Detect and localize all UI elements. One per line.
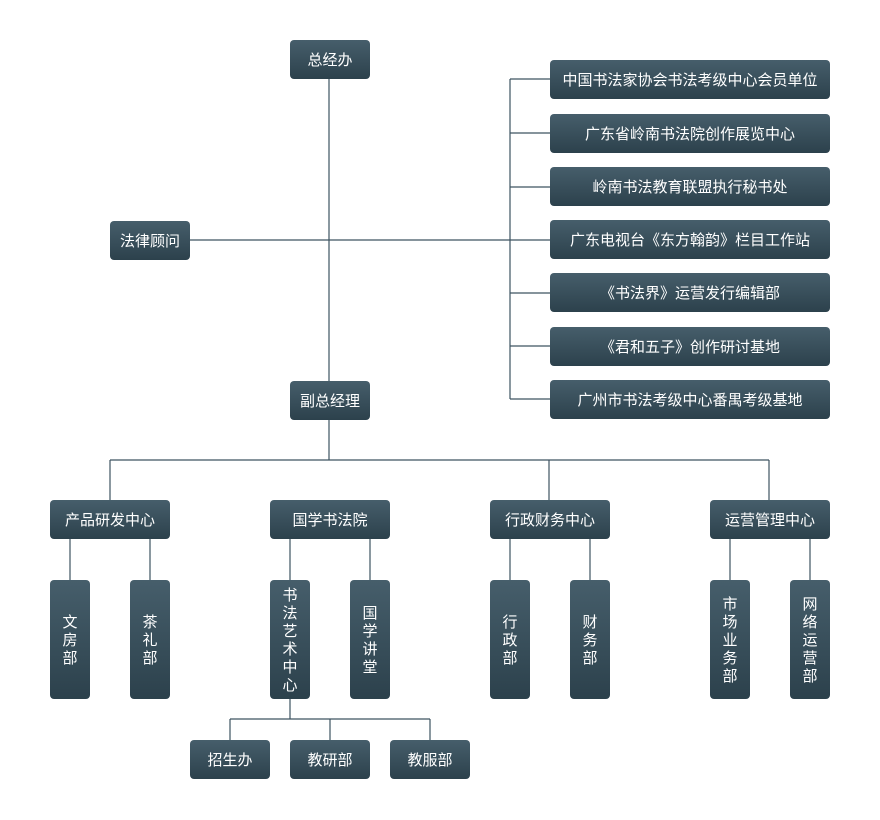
node-affiliate-7: 广州市书法考级中心番禺考级基地	[550, 380, 830, 419]
node-dept-1-label: 文房部	[62, 613, 77, 667]
node-dept-4-label: 国学讲堂	[362, 604, 377, 676]
node-affiliate-6-label: 《君和五子》创作研讨基地	[600, 338, 780, 356]
node-center-1: 产品研发中心	[50, 500, 170, 539]
node-dept-3-label: 书法艺术中心	[282, 586, 297, 694]
node-affiliate-5: 《书法界》运营发行编辑部	[550, 273, 830, 312]
node-sub-3-label: 教服部	[407, 751, 452, 769]
node-legal-label: 法律顾问	[120, 232, 180, 250]
node-center-4-label: 运营管理中心	[725, 511, 815, 529]
node-affiliate-3-label: 岭南书法教育联盟执行秘书处	[592, 178, 787, 196]
connectors	[69, 78, 811, 740]
node-dept-7-label: 市场业务部	[722, 595, 737, 685]
node-center-4: 运营管理中心	[710, 500, 830, 539]
node-sub-3: 教服部	[390, 740, 470, 779]
node-center-3: 行政财务中心	[490, 500, 610, 539]
node-deputy-label: 副总经理	[300, 392, 360, 410]
node-sub-1: 招生办	[190, 740, 270, 779]
node-dept-8-label: 网络运营部	[802, 595, 817, 685]
node-legal: 法律顾问	[110, 221, 190, 260]
node-affiliate-5-label: 《书法界》运营发行编辑部	[600, 284, 780, 302]
node-dept-2-label: 茶礼部	[142, 613, 157, 667]
node-top-label: 总经办	[307, 51, 352, 69]
node-dept-2: 茶礼部	[130, 580, 170, 699]
node-dept-5: 行政部	[490, 580, 530, 699]
node-sub-2: 教研部	[290, 740, 370, 779]
node-dept-6: 财务部	[570, 580, 610, 699]
node-center-3-label: 行政财务中心	[505, 511, 595, 529]
node-affiliate-3: 岭南书法教育联盟执行秘书处	[550, 167, 830, 206]
node-sub-2-label: 教研部	[307, 751, 352, 769]
node-affiliate-2-label: 广东省岭南书法院创作展览中心	[585, 125, 795, 143]
node-affiliate-4: 广东电视台《东方翰韵》栏目工作站	[550, 220, 830, 259]
node-dept-1: 文房部	[50, 580, 90, 699]
node-dept-8: 网络运营部	[790, 580, 830, 699]
node-affiliate-6: 《君和五子》创作研讨基地	[550, 327, 830, 366]
node-top: 总经办	[290, 40, 370, 79]
node-affiliate-7-label: 广州市书法考级中心番禺考级基地	[577, 391, 802, 409]
node-affiliate-1-label: 中国书法家协会书法考级中心会员单位	[562, 71, 817, 89]
node-center-1-label: 产品研发中心	[65, 511, 155, 529]
node-affiliate-4-label: 广东电视台《东方翰韵》栏目工作站	[570, 231, 810, 249]
node-dept-7: 市场业务部	[710, 580, 750, 699]
node-affiliate-2: 广东省岭南书法院创作展览中心	[550, 114, 830, 153]
node-dept-3: 书法艺术中心	[270, 580, 310, 699]
node-affiliate-1: 中国书法家协会书法考级中心会员单位	[550, 60, 830, 99]
node-center-2: 国学书法院	[270, 500, 390, 539]
node-dept-6-label: 财务部	[582, 613, 597, 667]
node-sub-1-label: 招生办	[207, 751, 252, 769]
node-deputy: 副总经理	[290, 381, 370, 420]
node-dept-5-label: 行政部	[502, 613, 517, 667]
node-center-2-label: 国学书法院	[292, 511, 367, 529]
node-dept-4: 国学讲堂	[350, 580, 390, 699]
